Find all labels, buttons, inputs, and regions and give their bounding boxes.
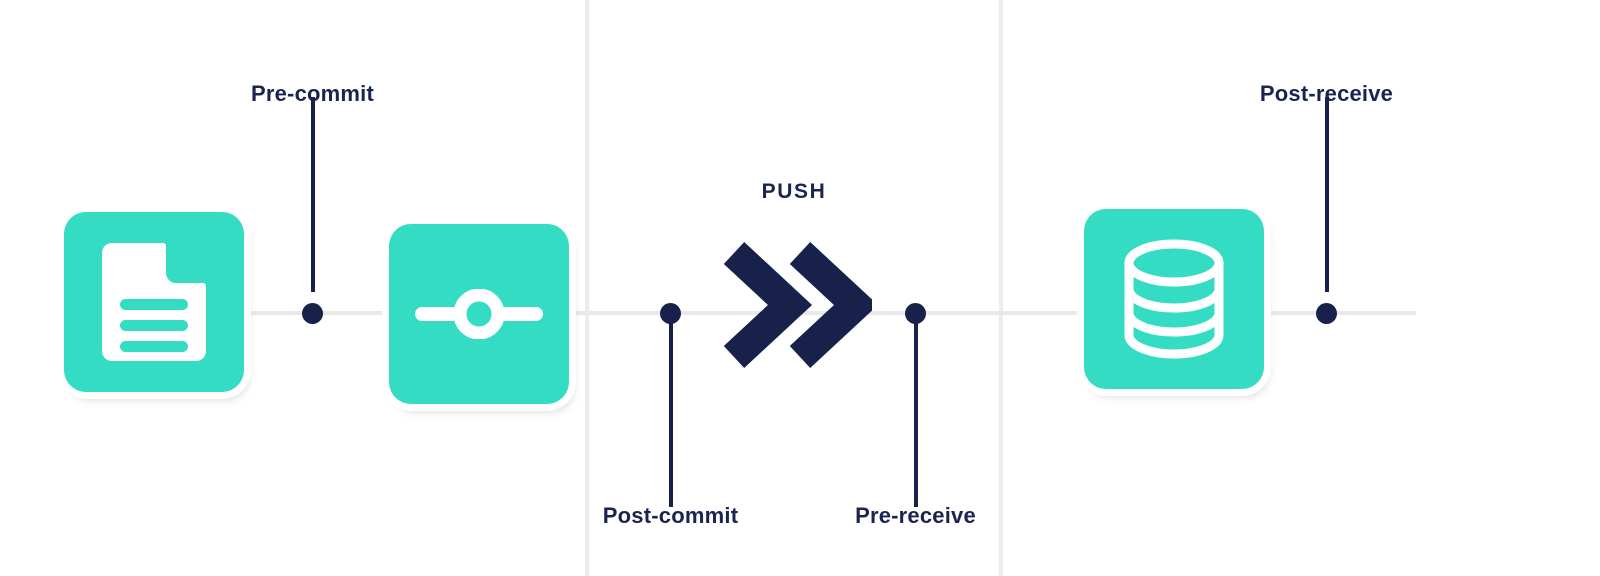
node-document[interactable]: [64, 212, 244, 392]
double-chevron-right-icon: [712, 235, 879, 380]
document-icon: [102, 243, 206, 361]
hook-dot: [905, 303, 926, 324]
database-icon: [1122, 239, 1226, 359]
push-label: PUSH: [761, 180, 827, 203]
node-database[interactable]: [1084, 209, 1264, 389]
hook-dot: [302, 303, 323, 324]
node-commit[interactable]: [389, 224, 569, 404]
push-group: PUSH: [704, 180, 884, 380]
zone-divider-1: [585, 0, 589, 576]
hook-stem: [913, 314, 918, 507]
commit-node-icon: [415, 289, 543, 339]
hook-dot: [1316, 303, 1337, 324]
hook-stem: [668, 314, 673, 507]
hook-label-pre-receive: Pre-receive: [855, 503, 976, 528]
hook-label-post-commit: Post-commit: [602, 503, 739, 528]
hook-dot: [660, 303, 681, 324]
zone-divider-2: [999, 0, 1003, 576]
hook-stem: [310, 97, 315, 292]
hook-stem: [1324, 97, 1329, 292]
